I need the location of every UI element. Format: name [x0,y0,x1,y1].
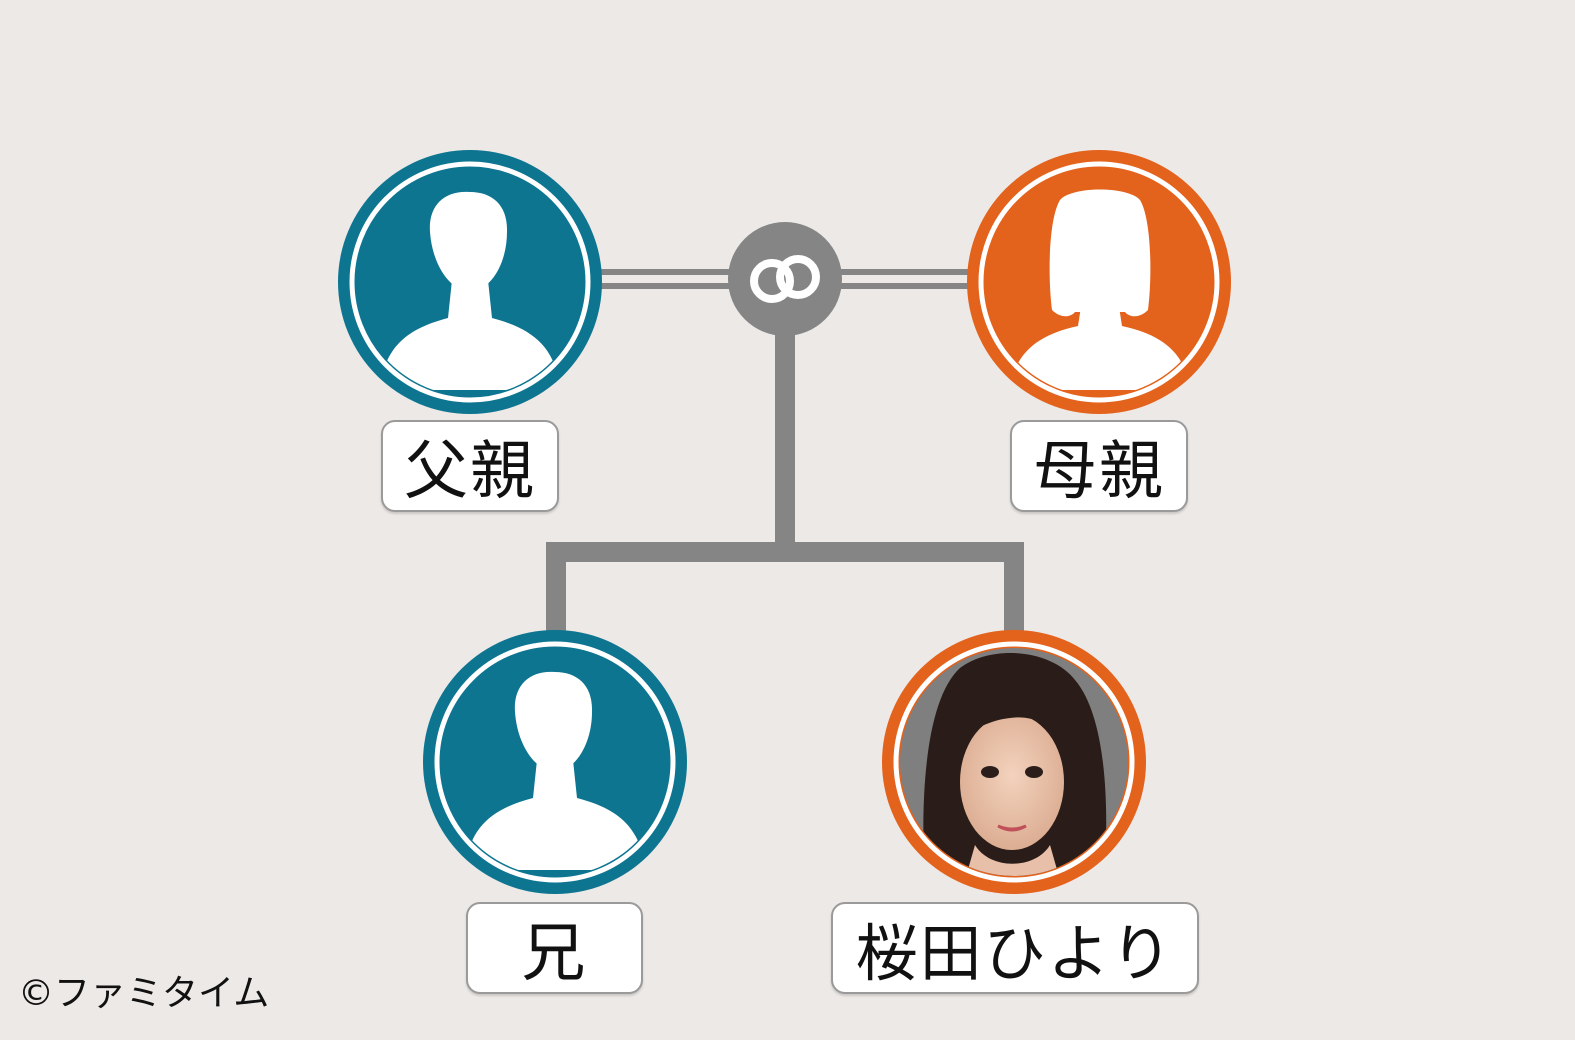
marriage-line [595,269,980,289]
subject-label: 桜田ひより [831,902,1199,994]
interlocking-rings-icon [728,222,842,336]
mother-avatar [967,150,1231,414]
male-silhouette-icon [441,648,669,876]
portrait-photo [900,648,1128,876]
father-avatar [338,150,602,414]
female-silhouette-icon [985,168,1213,396]
subject-avatar [882,630,1146,894]
brother-label: 兄 [466,902,643,994]
male-silhouette-icon [356,168,584,396]
copyright-notice: ©ファミタイム [18,973,270,1014]
brother-avatar [423,630,687,894]
mother-label: 母親 [1010,420,1188,512]
father-label: 父親 [381,420,559,512]
descent-connector [546,320,1024,640]
